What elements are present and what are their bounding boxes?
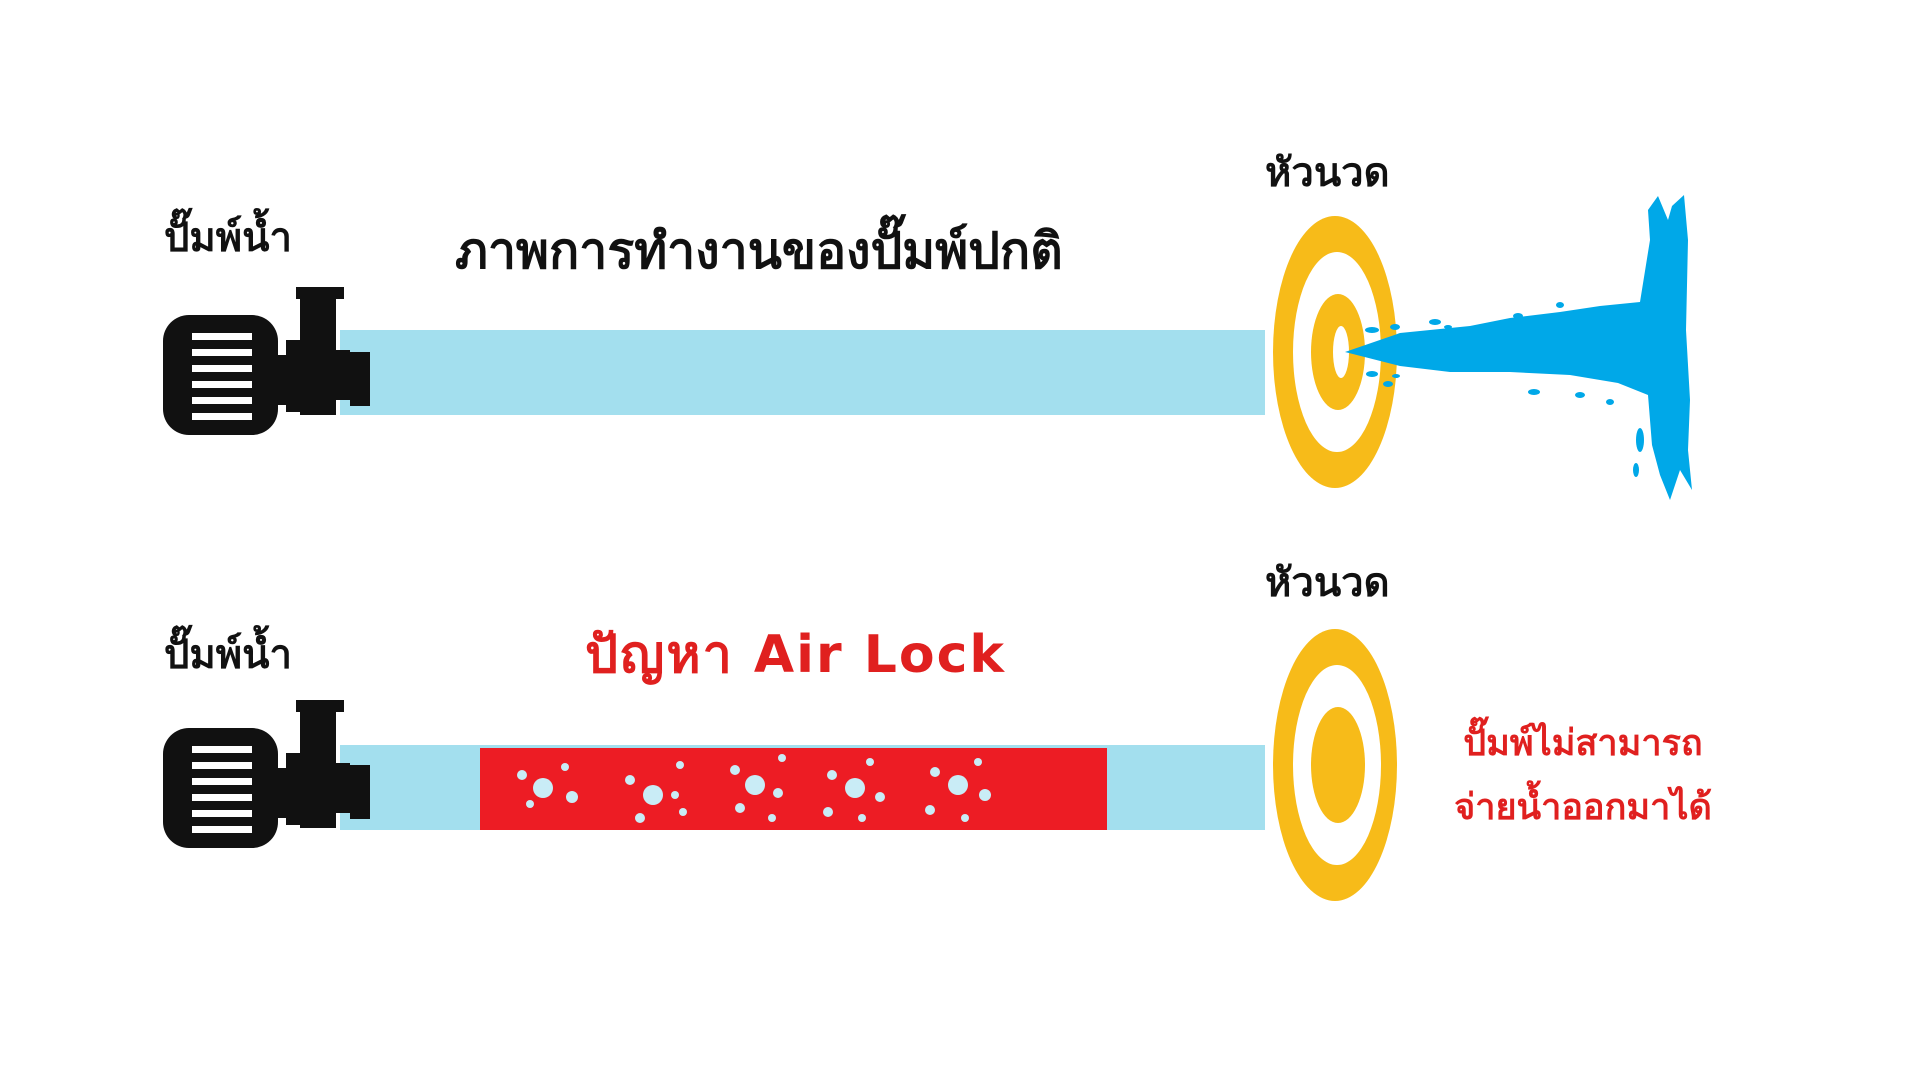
nozzle-label: หัวนวด (1265, 150, 1390, 196)
air-lock-diagram (163, 629, 1397, 901)
pump-label: ปั๊มพ์น้ำ (164, 632, 292, 678)
water-pump-icon (163, 700, 370, 848)
normal-operation-title: ภาพการทำงานของปั๊มพ์ปกติ (455, 222, 1063, 280)
water-pipe (340, 330, 1265, 415)
failure-line-2: จ่ายน้ำออกมาได้ (1454, 787, 1712, 828)
air-bubbles-icon (517, 754, 991, 823)
air-lock-section (480, 748, 1107, 830)
nozzle-icon (1273, 216, 1397, 488)
pump-failure-message: ปั๊มพ์ไม่สามารถ จ่ายน้ำออกมาได้ (1418, 712, 1748, 840)
normal-operation-diagram (163, 195, 1692, 500)
nozzle-label: หัวนวด (1265, 560, 1390, 606)
water-pump-icon (163, 287, 370, 435)
nozzle-icon (1273, 629, 1397, 901)
failure-line-1: ปั๊มพ์ไม่สามารถ (1463, 723, 1703, 764)
pump-label: ปั๊มพ์น้ำ (164, 215, 292, 261)
air-lock-title: ปัญหา Air Lock (585, 625, 1006, 685)
water-spray-icon (1345, 195, 1692, 500)
